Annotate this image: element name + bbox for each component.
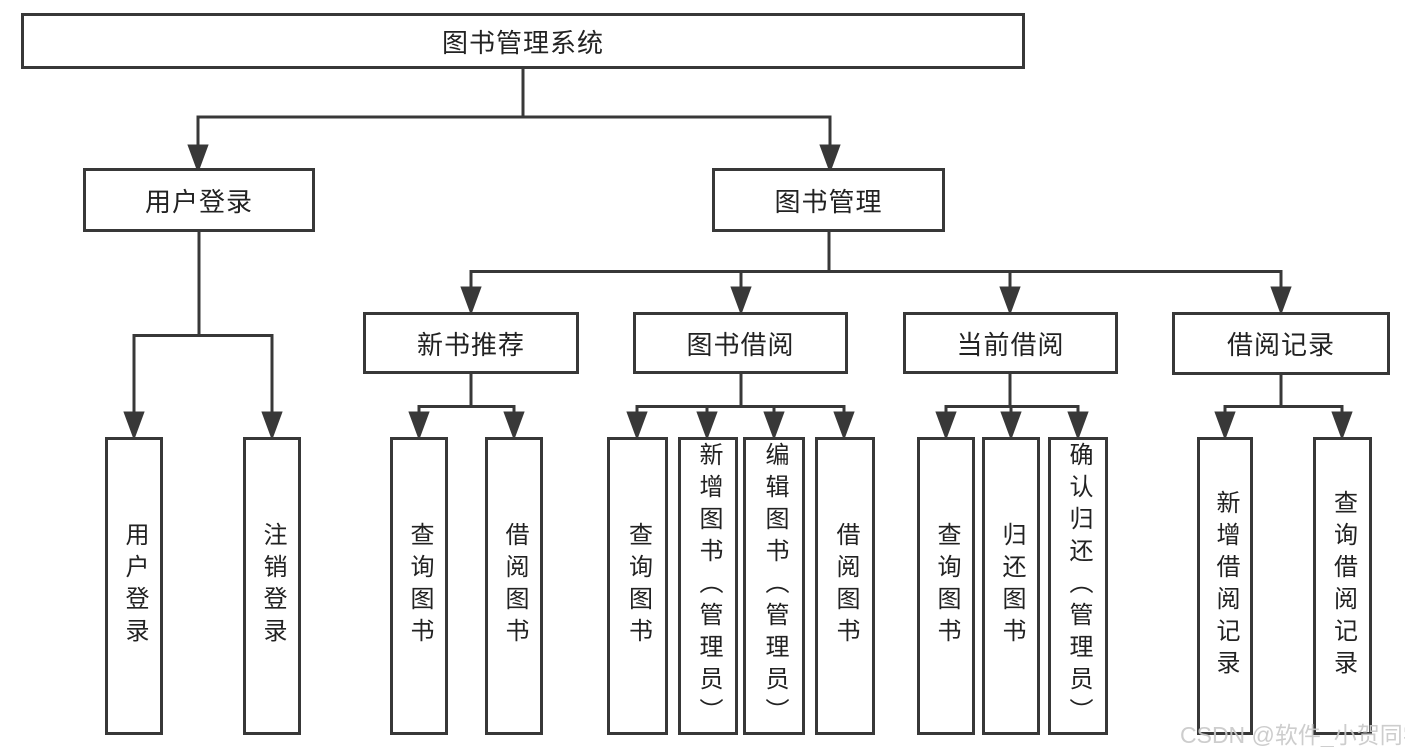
leaf-query-book-recommend: 查询图书 <box>390 437 448 735</box>
leaf-borrow-book-recommend-label: 借阅图书 <box>501 522 528 650</box>
leaf-return-book: 归还图书 <box>982 437 1040 735</box>
leaf-query-borrow-record: 查询借阅记录 <box>1313 437 1372 735</box>
node-book-management: 图书管理 <box>712 168 945 232</box>
leaf-edit-book-admin: 编辑图书（管理员） <box>743 437 805 735</box>
leaf-confirm-return-admin-label: 确认归还（管理员） <box>1065 442 1092 730</box>
node-borrow-records-label: 借阅记录 <box>1226 330 1335 360</box>
node-current-borrow: 当前借阅 <box>903 312 1118 374</box>
leaf-query-book-current: 查询图书 <box>917 437 975 735</box>
node-new-book-recommend-label: 新书推荐 <box>416 329 525 360</box>
leaf-confirm-return-admin: 确认归还（管理员） <box>1048 437 1108 735</box>
leaf-borrow-book-recommend: 借阅图书 <box>485 437 543 735</box>
csdn-watermark: CSDN @软件_小贺同学 <box>1180 722 1405 747</box>
node-user-login: 用户登录 <box>83 168 315 232</box>
leaf-edit-book-admin-label: 编辑图书（管理员） <box>761 442 788 730</box>
leaf-add-borrow-record-label: 新增借阅记录 <box>1212 490 1239 682</box>
leaf-logout-label: 注销登录 <box>259 522 286 650</box>
leaf-borrow-book-label: 借阅图书 <box>832 522 859 650</box>
leaf-user-login-label: 用户登录 <box>121 522 148 650</box>
node-root: 图书管理系统 <box>21 13 1025 69</box>
leaf-borrow-book: 借阅图书 <box>815 437 875 735</box>
node-borrow-records: 借阅记录 <box>1172 312 1390 375</box>
leaf-logout: 注销登录 <box>243 437 301 735</box>
node-book-management-label: 图书管理 <box>774 186 883 217</box>
leaf-add-book-admin: 新增图书（管理员） <box>678 437 738 735</box>
leaf-add-borrow-record: 新增借阅记录 <box>1197 437 1253 735</box>
leaf-query-book-borrow: 查询图书 <box>607 437 668 735</box>
node-book-borrow: 图书借阅 <box>633 312 848 374</box>
leaf-query-book-borrow-label: 查询图书 <box>624 522 652 650</box>
leaf-user-login: 用户登录 <box>105 437 163 735</box>
node-current-borrow-label: 当前借阅 <box>956 329 1065 360</box>
node-user-login-label: 用户登录 <box>144 186 253 217</box>
leaf-query-book-current-label: 查询图书 <box>933 522 960 650</box>
node-new-book-recommend: 新书推荐 <box>363 312 579 374</box>
leaf-return-book-label: 归还图书 <box>998 522 1025 650</box>
node-root-label: 图书管理系统 <box>441 27 604 58</box>
leaf-query-borrow-record-label: 查询借阅记录 <box>1329 490 1357 682</box>
leaf-query-book-recommend-label: 查询图书 <box>406 522 433 650</box>
leaf-add-book-admin-label: 新增图书（管理员） <box>695 442 722 730</box>
node-book-borrow-label: 图书借阅 <box>686 329 795 360</box>
